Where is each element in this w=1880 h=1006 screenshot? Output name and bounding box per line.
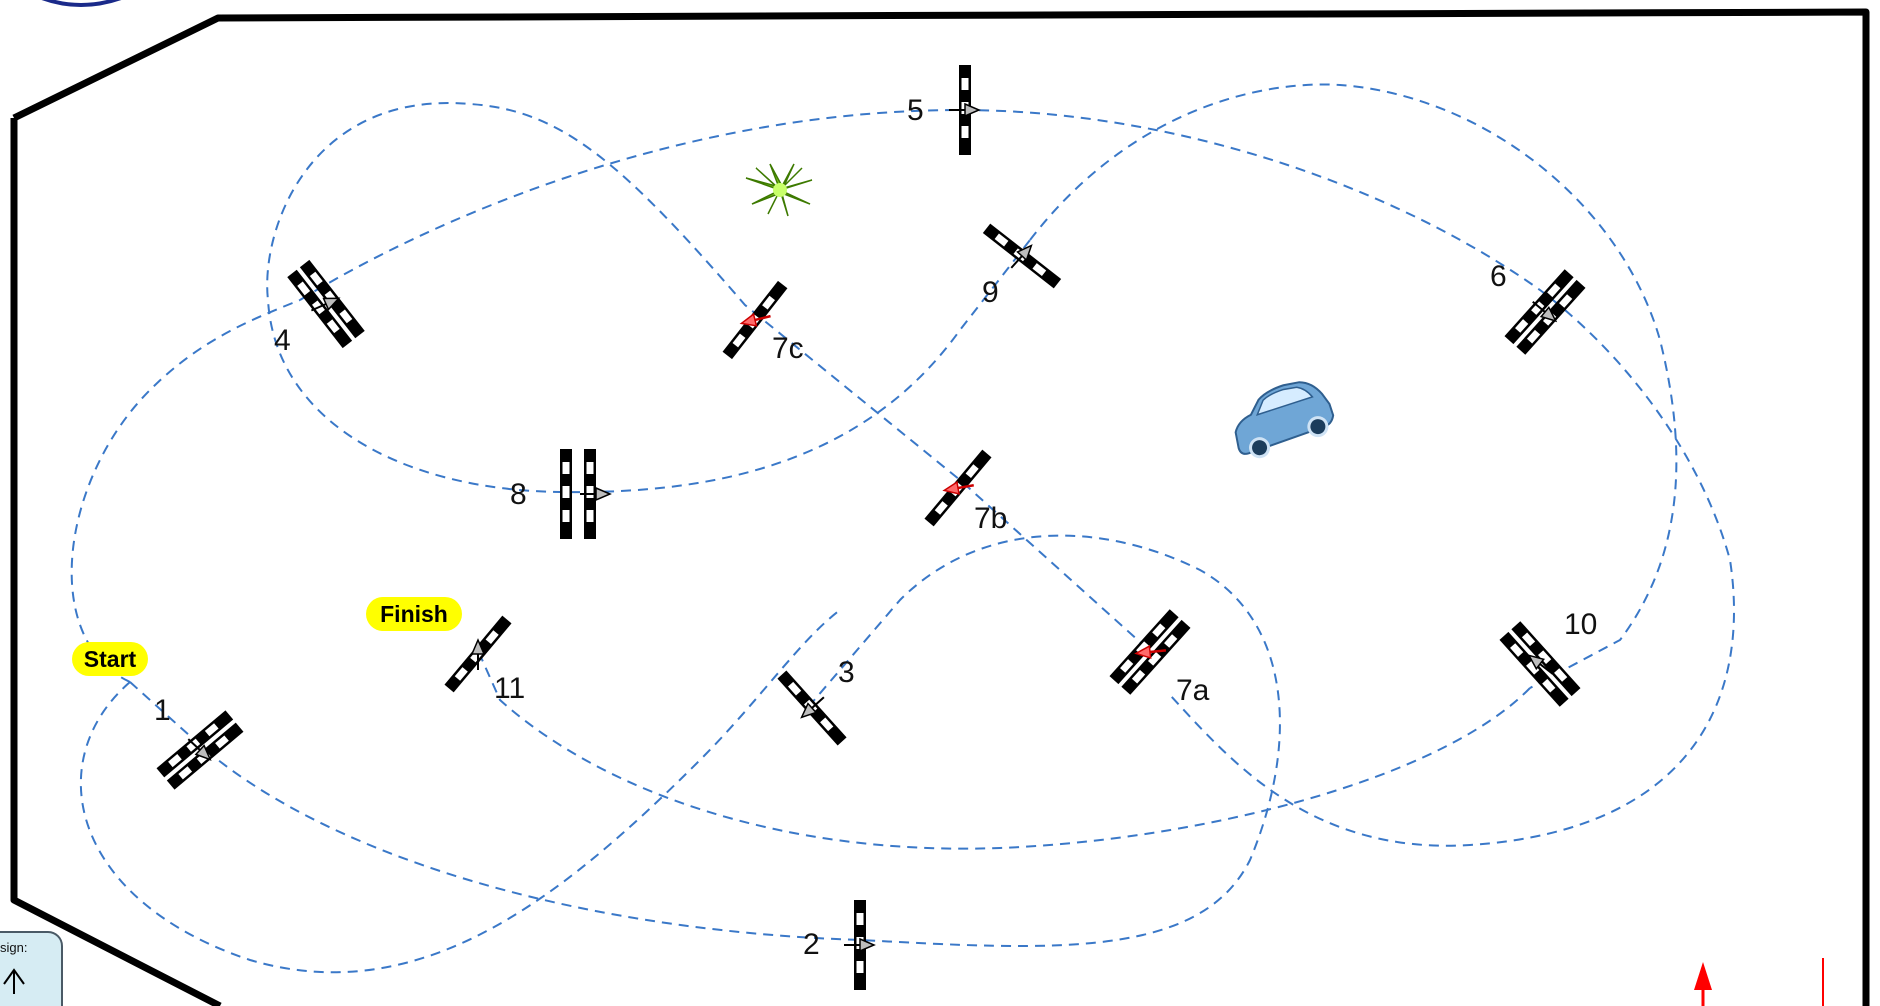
gate-4 (287, 259, 365, 349)
design-badge: sign: (0, 931, 63, 1006)
gate-label-11: 11 (494, 672, 525, 705)
design-label: sign: (0, 940, 27, 955)
logo-partial (41, 0, 122, 7)
gate-label-6: 6 (1490, 260, 1507, 293)
course-boundary (10, 8, 1870, 1006)
gate-6 (1504, 269, 1586, 355)
gate-label-3: 3 (838, 656, 855, 689)
gate-label-7b: 7b (974, 502, 1007, 535)
gate-label-5: 5 (907, 94, 924, 127)
finish-label: Finish (380, 601, 448, 627)
gate-2 (843, 900, 875, 990)
gate-label-2: 2 (803, 928, 820, 961)
gate-label-9: 9 (982, 276, 999, 309)
pilot-icon (3, 968, 25, 994)
gate-label-7a: 7a (1176, 674, 1210, 707)
gate-label-7c: 7c (772, 332, 804, 365)
finish-marker: Finish (366, 597, 462, 631)
gate-8 (560, 449, 611, 539)
course-path (70, 83, 1736, 974)
gate-5 (948, 65, 980, 155)
gate-label-10: 10 (1564, 608, 1597, 641)
start-label: Start (84, 646, 137, 672)
gate-label-1: 1 (154, 694, 171, 727)
shrub-icon (745, 163, 813, 217)
wind-arrow-icon (1694, 958, 1824, 1006)
gate-label-8: 8 (510, 478, 527, 511)
gate-label-4: 4 (274, 324, 291, 357)
car-icon (1234, 381, 1335, 459)
start-marker: Start (72, 642, 148, 676)
